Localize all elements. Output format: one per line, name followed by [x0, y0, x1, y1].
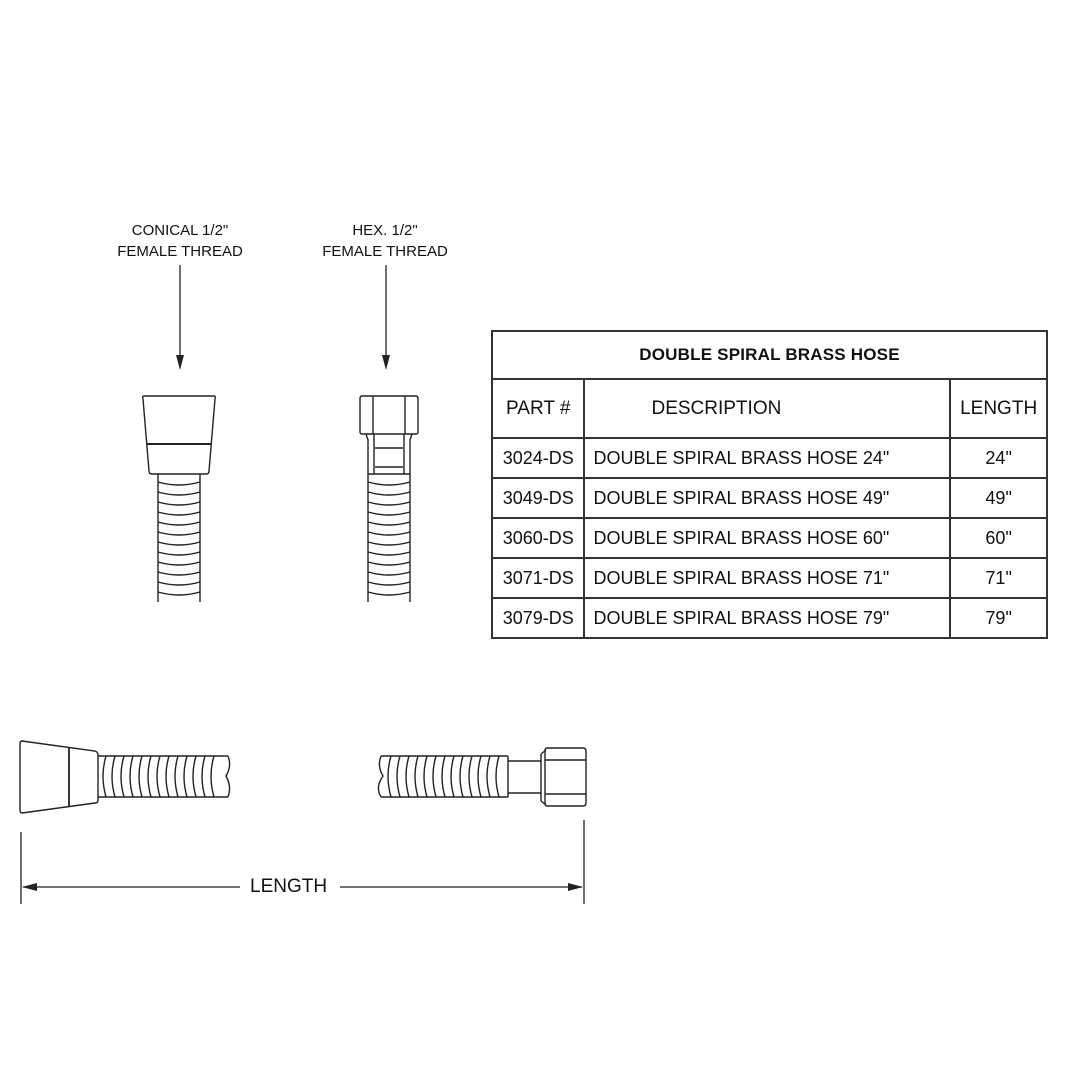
table-row: 3024-DS DOUBLE SPIRAL BRASS HOSE 24" 24" — [490, 437, 1048, 479]
leader-arrow-conical — [176, 265, 184, 370]
header-length: LENGTH — [949, 378, 1048, 439]
cell-part: 3071-DS — [490, 557, 586, 599]
hex-fitting-vertical — [359, 395, 419, 602]
cell-part: 3079-DS — [490, 597, 586, 639]
cell-description: DOUBLE SPIRAL BRASS HOSE 49" — [583, 477, 952, 519]
cell-part: 3060-DS — [490, 517, 586, 559]
header-part: PART # — [490, 378, 586, 439]
hex-thread-callout: HEX. 1/2" FEMALE THREAD — [310, 220, 460, 262]
spec-table: DOUBLE SPIRAL BRASS HOSE PART # DESCRIPT… — [490, 330, 1048, 639]
cell-length: 24" — [949, 437, 1048, 479]
callout-line-2: FEMALE THREAD — [322, 243, 448, 260]
table-row: 3049-DS DOUBLE SPIRAL BRASS HOSE 49" 49" — [490, 477, 1048, 519]
hex-fitting-horizontal — [377, 747, 587, 807]
length-dimension-line — [20, 820, 585, 904]
cell-part: 3024-DS — [490, 437, 586, 479]
cell-length: 71" — [949, 557, 1048, 599]
cell-description: DOUBLE SPIRAL BRASS HOSE 24" — [583, 437, 952, 479]
table-title: DOUBLE SPIRAL BRASS HOSE — [491, 330, 1048, 380]
conical-fitting-vertical — [141, 395, 217, 602]
callout-line-1: HEX. 1/2" — [352, 222, 418, 239]
callout-line-2: FEMALE THREAD — [117, 243, 243, 260]
table-row: 3060-DS DOUBLE SPIRAL BRASS HOSE 60" 60" — [490, 517, 1048, 559]
table-row: 3079-DS DOUBLE SPIRAL BRASS HOSE 79" 79" — [490, 597, 1048, 639]
cell-description: DOUBLE SPIRAL BRASS HOSE 60" — [583, 517, 952, 559]
cell-length: 49" — [949, 477, 1048, 519]
cell-description: DOUBLE SPIRAL BRASS HOSE 71" — [583, 557, 952, 599]
table-header-row: PART # DESCRIPTION LENGTH — [490, 378, 1048, 439]
callout-line-1: CONICAL 1/2" — [131, 222, 229, 239]
header-description: DESCRIPTION — [583, 378, 952, 439]
cell-part: 3049-DS — [490, 477, 586, 519]
table-row: 3071-DS DOUBLE SPIRAL BRASS HOSE 71" 71" — [490, 557, 1048, 599]
length-dimension-label: LENGTH — [246, 876, 332, 898]
cell-description: DOUBLE SPIRAL BRASS HOSE 79" — [583, 597, 952, 639]
conical-thread-callout: CONICAL 1/2" FEMALE THREAD — [105, 220, 255, 262]
leader-arrow-hex — [382, 265, 390, 370]
cell-length: 79" — [949, 597, 1048, 639]
cell-length: 60" — [949, 517, 1048, 559]
conical-fitting-horizontal — [19, 740, 231, 814]
